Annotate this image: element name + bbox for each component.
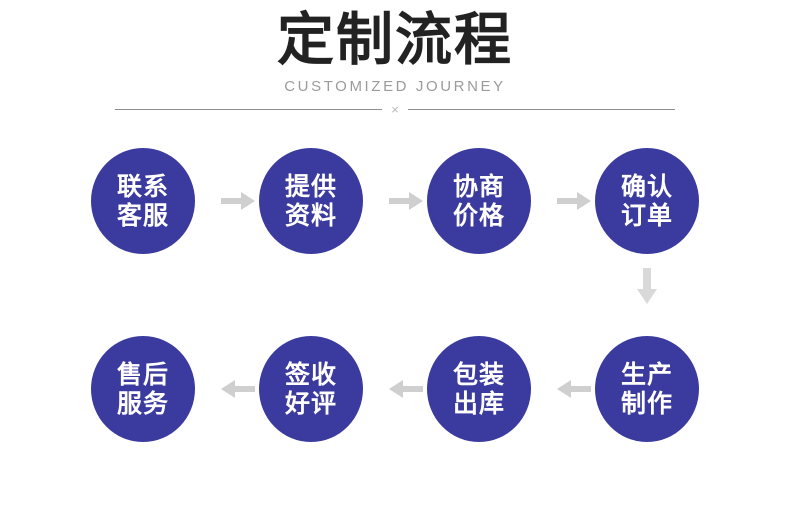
arrow-left-icon <box>389 377 423 401</box>
flow-node-label-line2: 服务 <box>116 389 169 418</box>
divider: × <box>115 102 675 116</box>
flow-node-step-2[interactable]: 提供 资料 <box>259 148 363 254</box>
flow-node-label-line1: 售后 <box>116 360 169 389</box>
flow-node-label-line2: 价格 <box>452 201 505 230</box>
flow-node-label-line2: 资料 <box>284 201 337 230</box>
flow-node-label-line2: 客服 <box>116 201 169 230</box>
flow-node-label-line2: 制作 <box>620 389 673 418</box>
flow-node-step-1[interactable]: 联系 客服 <box>91 148 195 254</box>
divider-rule-left <box>115 108 383 110</box>
flow-node-label-line1: 提供 <box>284 172 337 201</box>
flow-node-step-3[interactable]: 协商 价格 <box>427 148 531 254</box>
arrow-down-icon <box>635 268 659 304</box>
flow-node-label-line1: 联系 <box>116 172 169 201</box>
arrow-left-icon <box>557 377 591 401</box>
flow-node-label-line1: 生产 <box>620 360 673 389</box>
arrow-left-icon <box>221 377 255 401</box>
flow-node-label-line2: 订单 <box>620 201 673 230</box>
flow-node-label-line1: 包装 <box>452 360 505 389</box>
flow-node-step-7[interactable]: 签收 好评 <box>259 336 363 442</box>
flow-node-label-line1: 协商 <box>452 172 505 201</box>
flow-node-step-4[interactable]: 确认 订单 <box>595 148 699 254</box>
page-title: 定制流程 <box>277 7 513 73</box>
flow-node-label-line2: 出库 <box>452 389 505 418</box>
flow-node-step-5[interactable]: 生产 制作 <box>595 336 699 442</box>
header: 定制流程 CUSTOMIZED JOURNEY × <box>0 0 790 128</box>
flow-node-label-line1: 签收 <box>284 360 337 389</box>
arrow-right-icon <box>221 189 255 213</box>
arrow-right-icon <box>557 189 591 213</box>
divider-cross-icon: × <box>391 101 399 117</box>
flow-node-step-6[interactable]: 包装 出库 <box>427 336 531 442</box>
flow-node-step-8[interactable]: 售后 服务 <box>91 336 195 442</box>
divider-rule-right <box>407 108 675 110</box>
flow-diagram: 联系 客服 提供 资料 协商 价格 确认 订单 <box>0 128 790 509</box>
page-subtitle: CUSTOMIZED JOURNEY <box>284 78 506 95</box>
flow-node-label-line1: 确认 <box>620 172 673 201</box>
flow-node-label-line2: 好评 <box>284 389 337 418</box>
arrow-right-icon <box>389 189 423 213</box>
